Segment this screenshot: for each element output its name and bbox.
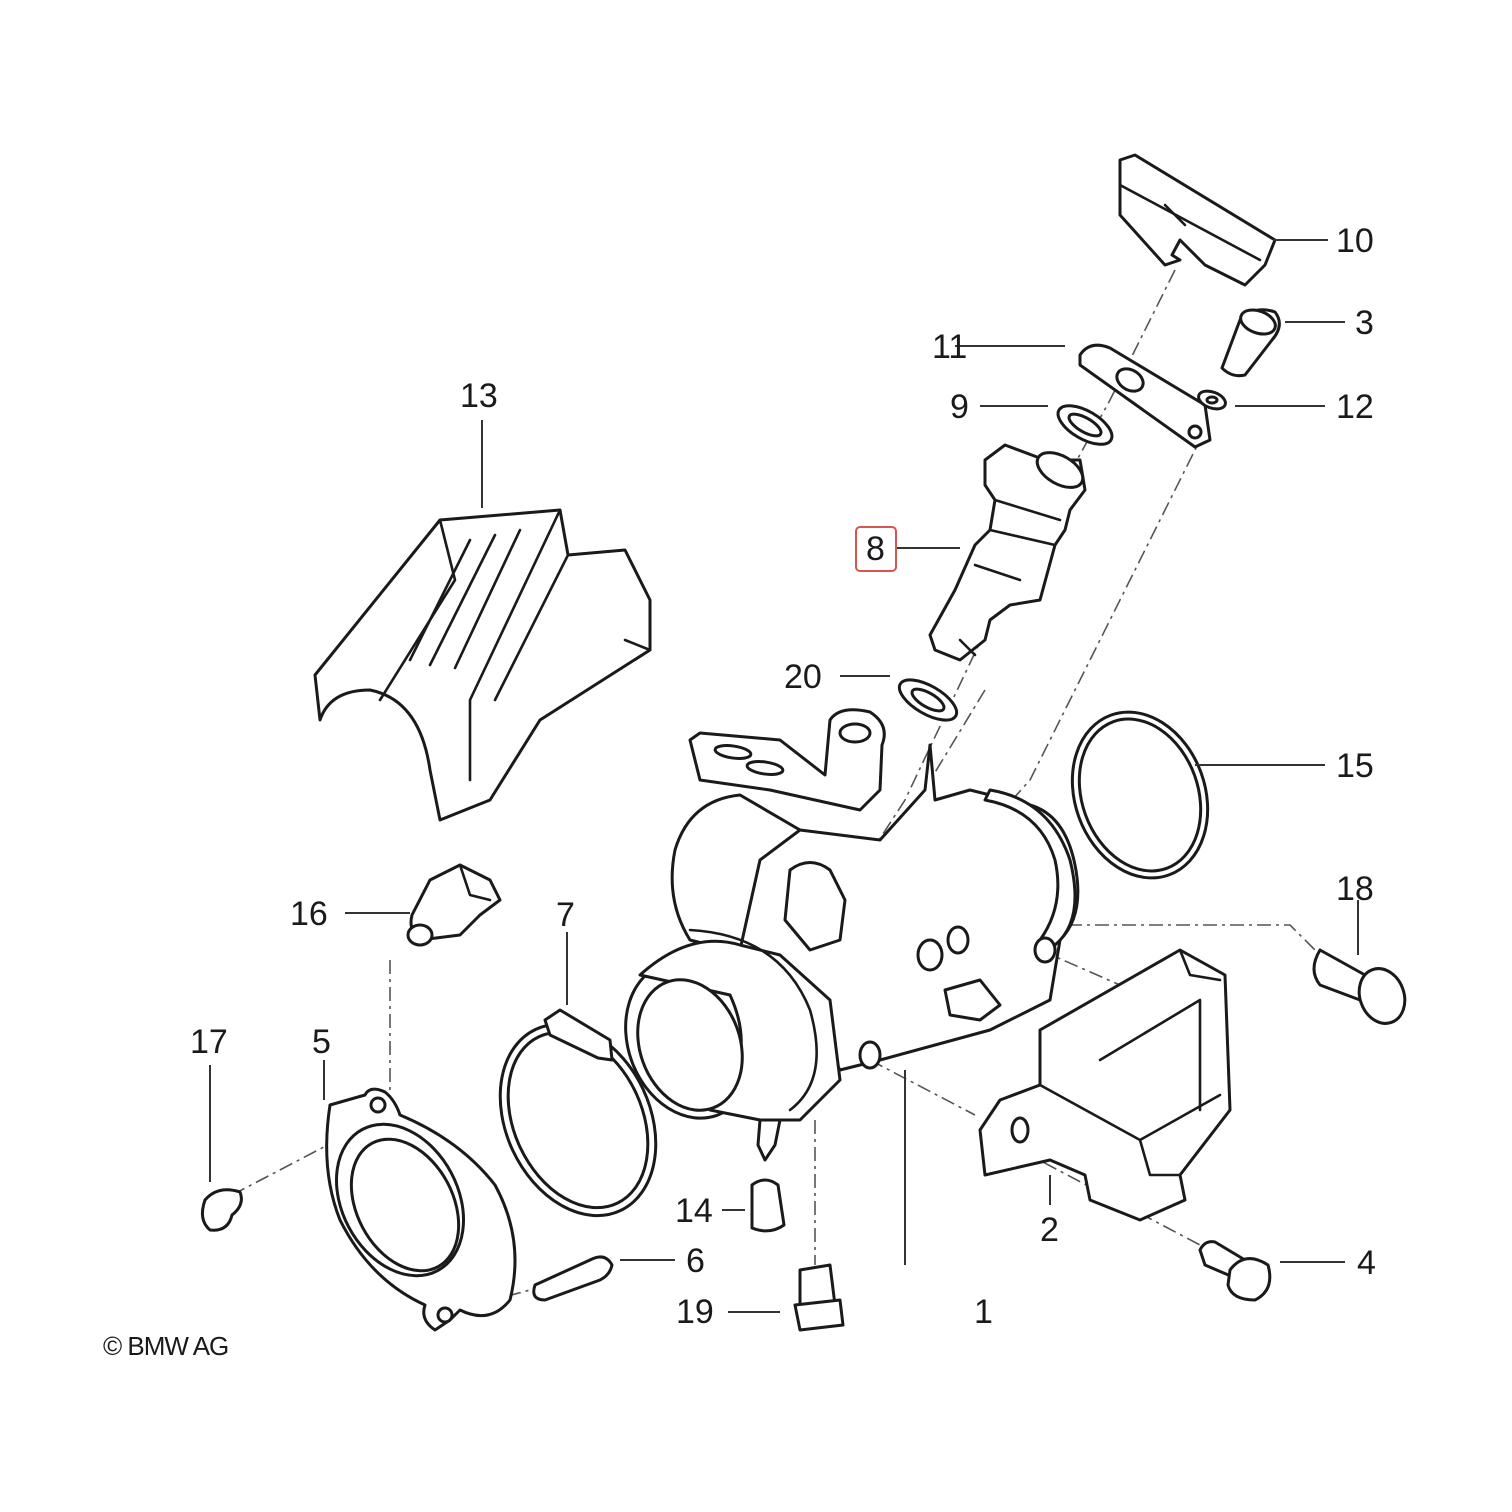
part-3-screw — [1220, 308, 1281, 378]
callout-14[interactable]: 14 — [675, 1192, 713, 1230]
part-14-cap — [750, 1178, 786, 1233]
callout-1[interactable]: 1 — [974, 1293, 993, 1331]
callout-20[interactable]: 20 — [784, 658, 822, 696]
callout-13[interactable]: 13 — [460, 377, 498, 415]
leader-lines — [209, 239, 1359, 1313]
callout-8[interactable]: 8 — [866, 530, 885, 568]
part-11-bracket-plate — [1078, 343, 1212, 449]
part-15-gasket-ring — [1070, 710, 1210, 880]
callout-12[interactable]: 12 — [1336, 388, 1374, 426]
copyright-notice: © BMW AG — [103, 1331, 228, 1361]
callout-7[interactable]: 7 — [556, 896, 575, 934]
callout-9[interactable]: 9 — [950, 388, 969, 426]
part-2-control-unit — [978, 948, 1232, 1222]
callout-8-highlight — [855, 526, 897, 572]
part-4-screw — [1198, 1240, 1272, 1302]
callout-10[interactable]: 10 — [1336, 222, 1374, 260]
part-6-screw — [532, 1255, 614, 1302]
callout-18[interactable]: 18 — [1336, 870, 1374, 908]
part-9-seal-ring — [1056, 404, 1114, 446]
part-12-washer — [1197, 389, 1227, 411]
part-20-o-ring — [897, 678, 959, 722]
part-16-connector-tube — [406, 863, 502, 947]
callout-labels: 10 3 11 9 12 13 8 20 15 18 16 7 17 5 14 … — [190, 222, 1376, 1331]
callout-2[interactable]: 2 — [1040, 1211, 1059, 1249]
callout-3[interactable]: 3 — [1355, 304, 1374, 342]
part-19-screw — [793, 1263, 845, 1332]
part-18-screw — [1312, 948, 1407, 1025]
part-17-plug — [200, 1188, 243, 1232]
part-1-throttle-housing — [624, 708, 1080, 1162]
part-8-sensor — [928, 443, 1087, 662]
part-5-rubber-boot — [325, 1087, 517, 1332]
callout-17[interactable]: 17 — [190, 1023, 228, 1061]
callout-4[interactable]: 4 — [1357, 1244, 1376, 1282]
callout-15[interactable]: 15 — [1336, 747, 1374, 785]
callout-5[interactable]: 5 — [312, 1023, 331, 1061]
callout-19[interactable]: 19 — [676, 1293, 714, 1331]
callout-6[interactable]: 6 — [686, 1242, 705, 1280]
callout-11[interactable]: 11 — [932, 328, 967, 366]
callout-16[interactable]: 16 — [290, 895, 328, 933]
part-10-cover-cap — [1118, 153, 1277, 287]
part-7-hose-clamp — [498, 1008, 658, 1218]
part-13-air-duct-cover — [313, 508, 652, 822]
